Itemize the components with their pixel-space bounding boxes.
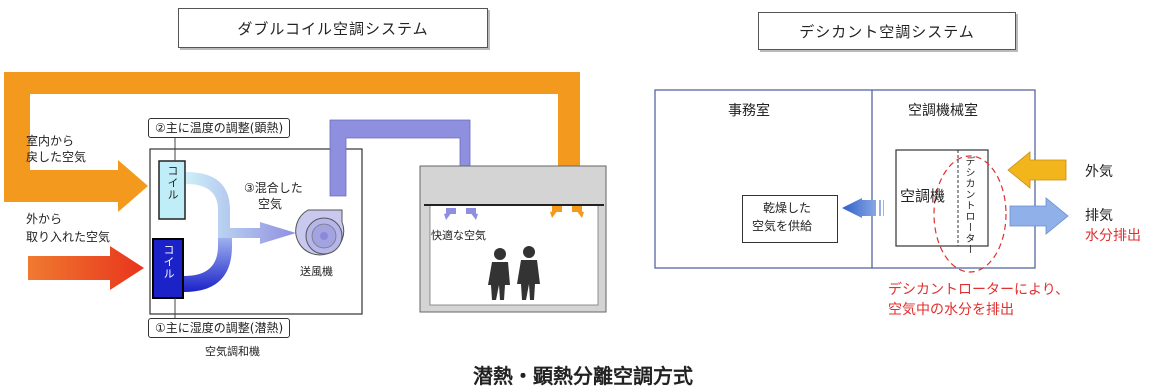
- outside-air-label-1: 外から: [26, 212, 63, 226]
- lower-coil: [152, 238, 184, 299]
- latent-heat-label: ①主に湿度の調整(潜熱): [148, 318, 291, 338]
- return-air-label-1: 室内から: [26, 134, 75, 148]
- lower-coil-label: コイル: [162, 244, 175, 280]
- rotor-label: デシカントローター: [963, 156, 974, 255]
- moisture-out-label: 水分排出: [1085, 228, 1141, 244]
- ac-unit: [895, 149, 989, 247]
- outside-air-label-2: 取り入れた空気: [26, 230, 111, 244]
- right-title: デシカント空調システム: [758, 12, 1016, 50]
- ac-unit-label: 空気調和機: [205, 345, 260, 358]
- mixing-flow-lower: [184, 238, 232, 292]
- mixed-air-label-1: ③混合した: [244, 181, 303, 195]
- outside-air-arrow-right: [1007, 151, 1067, 189]
- machine-room-label: 空調機械室: [908, 103, 978, 119]
- ac-unit-right-label: 空調機: [900, 187, 946, 205]
- rotor-highlight: [933, 155, 1007, 273]
- mixed-air-label-2: 空気: [258, 197, 283, 211]
- upper-coil-label: コイル: [166, 165, 179, 201]
- people-silhouettes: [488, 246, 540, 300]
- left-title: ダブルコイル空調システム: [178, 8, 488, 48]
- office-label: 事務室: [728, 103, 770, 119]
- exhaust-arrow: [1009, 197, 1069, 235]
- upper-coil: [158, 160, 186, 220]
- return-air-duct: [4, 94, 148, 212]
- fan-label: 送風機: [300, 265, 333, 278]
- supply-air-label-1: 乾燥した: [763, 201, 812, 215]
- rotor-note-1: デシカントローターにより、: [888, 282, 1070, 298]
- exhaust-label: 排気: [1085, 208, 1113, 224]
- outside-air-arrow: [28, 246, 144, 290]
- fan: [295, 209, 345, 256]
- mixing-flow-upper: [186, 172, 296, 244]
- rotor-note-2: 空気中の水分を排出: [888, 302, 1014, 318]
- sensible-heat-label: ②主に温度の調整(顕熱): [148, 118, 291, 138]
- comfortable-air-label: 快適な空気: [431, 229, 486, 242]
- supply-air-box: [742, 195, 838, 243]
- supply-air-arrow: [842, 198, 884, 218]
- outside-air-right-label: 外気: [1085, 164, 1113, 180]
- supply-air-label-2: 空気を供給: [752, 219, 813, 233]
- return-air-duct-top: [4, 72, 580, 206]
- return-air-label-2: 戻した空気: [26, 150, 87, 164]
- figure-caption: 潜熱・顕熱分離空調方式: [473, 364, 693, 388]
